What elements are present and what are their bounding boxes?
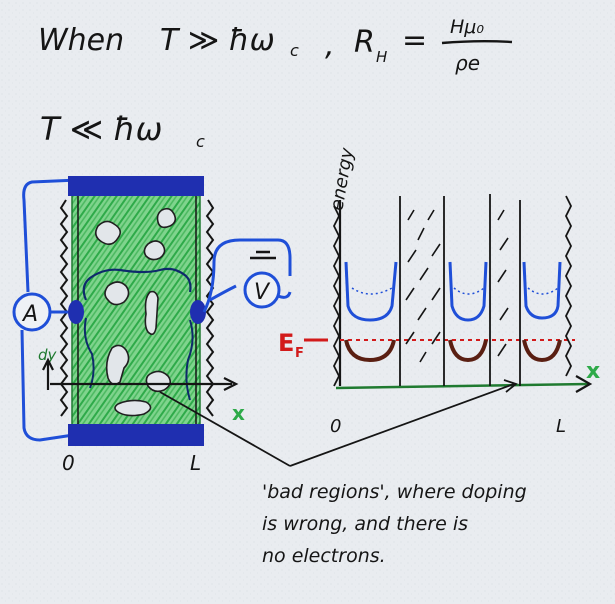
sample-origin-label: 0: [62, 451, 75, 475]
fermi-level-subscript: F: [295, 346, 304, 361]
voltmeter-wire-return: [277, 291, 292, 299]
low-temperature-condition: T ≪ ħω: [40, 110, 162, 148]
annotation-line-3: no electrons.: [262, 545, 386, 567]
sample-y-arrow: [42, 357, 54, 390]
current-wire-top: [22, 178, 79, 293]
left-voltage-contact: [68, 300, 84, 324]
bad-region: [145, 370, 172, 393]
bad-region: [144, 290, 159, 336]
bad-region: [105, 344, 130, 386]
hatch-marks: [497, 209, 509, 357]
pointer-to-plot: [289, 383, 515, 467]
bad-regions: [94, 207, 177, 417]
landau-dotted: [351, 287, 393, 295]
landau-level-wells: [344, 261, 562, 322]
edge-state-path: [82, 267, 192, 301]
annotation-line-2: is wrong, and there is: [262, 513, 468, 535]
right-voltage-contact: [190, 300, 206, 324]
voltmeter-wire-right: [262, 238, 292, 276]
sample-axis-x-label: x: [232, 401, 245, 425]
high-temperature-condition: T ≫ ħω: [160, 23, 275, 58]
hall-resistance-symbol: R: [354, 25, 375, 60]
annotation-line-1: 'bad regions', where doping: [262, 481, 527, 503]
low-temperature-condition-subscript: c: [196, 132, 205, 151]
landau-dotted: [453, 287, 485, 295]
landau-well: [448, 261, 488, 322]
energy-x-axis: [335, 382, 589, 390]
right-wall-hatching: [564, 195, 573, 377]
hatch-marks: [427, 209, 441, 345]
top-contact-pad: [68, 176, 204, 196]
landau-dotted: [527, 287, 559, 295]
current-wire-bottom: [20, 329, 81, 442]
hall-bar-sample: V A dy x 0 L: [12, 176, 292, 475]
energy-axis-x-label: x: [586, 359, 600, 384]
right-edge-hatching: [205, 199, 215, 417]
sample-body: [71, 187, 201, 429]
left-wall-hatching: [332, 205, 341, 387]
filled-well: [344, 339, 396, 363]
bad-region-hatching: [405, 209, 509, 363]
energy-x-arrowhead: [575, 375, 593, 393]
hall-formula-numerator: Hμ₀: [450, 16, 484, 38]
landau-level-dotted: [351, 287, 559, 295]
fermi-level-label: E: [278, 329, 294, 357]
bad-regions-annotation: 'bad regions', where doping is wrong, an…: [262, 481, 527, 567]
bad-region: [104, 281, 130, 306]
pointer-to-sample: [159, 391, 291, 467]
annotation-pointers: [159, 379, 518, 467]
high-temperature-condition-subscript: c: [290, 41, 299, 60]
edge-state-path: [185, 319, 194, 401]
left-edge-hatching: [59, 199, 69, 417]
bad-region: [114, 399, 152, 417]
filled-electron-wells: [344, 339, 562, 363]
landau-well: [344, 261, 398, 322]
sample-x-arrowhead: [223, 377, 239, 391]
edge-state-path: [83, 317, 95, 389]
fraction-bar: [441, 40, 513, 45]
heading-line-2: T ≪ ħω c: [40, 110, 205, 151]
heading-when: When: [38, 23, 124, 58]
filled-well: [448, 339, 488, 363]
heading-separator: ,: [325, 28, 335, 63]
filled-well: [522, 339, 562, 363]
voltmeter-label: V: [254, 280, 271, 305]
bottom-contact-pad: [68, 424, 204, 446]
sample-end-label: L: [190, 451, 201, 475]
bad-region: [143, 240, 166, 261]
ammeter-label: A: [21, 302, 38, 327]
bad-region: [156, 207, 177, 229]
hall-formula-denominator: ρe: [455, 51, 480, 75]
voltmeter-wire-left: [202, 238, 262, 313]
dimension-label: dy: [38, 346, 58, 364]
energy-end-label: L: [556, 416, 566, 437]
landau-well: [522, 261, 562, 320]
heading-line-1: When T ≫ ħω c , R H = Hμ₀ ρe: [38, 16, 513, 75]
voltmeter: [243, 271, 281, 309]
hall-equals: =: [402, 23, 427, 58]
voltmeter-wire-lower: [209, 284, 237, 302]
region-dividers: [399, 194, 521, 386]
pointer-arrowhead: [503, 379, 518, 393]
energy-origin-label: 0: [330, 416, 341, 437]
energy-diagram: energy x E F: [278, 146, 600, 437]
bad-region: [94, 220, 122, 246]
hall-resistance-subscript: H: [376, 48, 387, 66]
hatch-marks: [405, 209, 429, 363]
